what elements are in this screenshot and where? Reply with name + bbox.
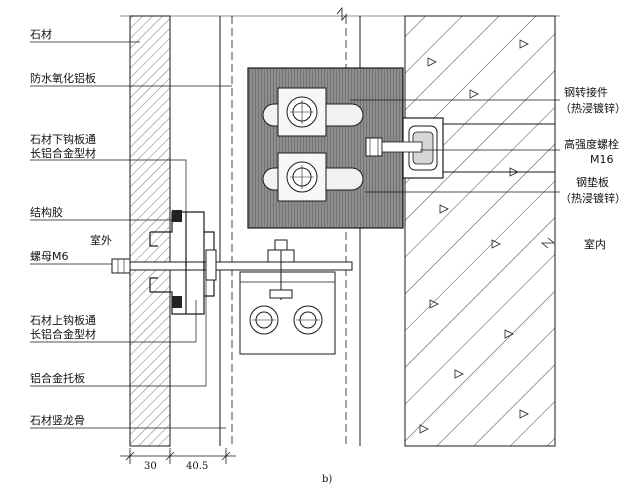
dim-gap-width: 40.5 xyxy=(186,461,208,472)
label-al-support: 铝合金托板 xyxy=(30,371,85,385)
label-waterproof-panel: 防水氧化铝板 xyxy=(30,71,96,85)
lower-bolt-group[interactable] xyxy=(262,152,364,202)
label-upper-hook-1: 石材上钩板通 xyxy=(30,313,96,327)
structural-glue-top xyxy=(172,210,182,222)
hook-profiles[interactable] xyxy=(149,211,215,315)
leader-lines xyxy=(30,41,560,429)
aluminum-support-plate[interactable] xyxy=(129,239,353,355)
aggregate-marks xyxy=(419,39,529,434)
label-lower-hook-2: 长铝合金型材 xyxy=(30,146,96,160)
label-outdoor: 室外 xyxy=(90,233,112,247)
stone-panel xyxy=(129,15,171,447)
concrete-wall xyxy=(404,15,556,447)
m16-bolt[interactable] xyxy=(365,137,423,157)
upper-bolt-group[interactable] xyxy=(262,87,364,137)
label-steel-adapter-1: 钢转接件 xyxy=(564,85,608,99)
dim-stone-thickness: 30 xyxy=(144,461,157,472)
label-vertical-keel: 石材竖龙骨 xyxy=(30,413,85,427)
label-structural-glue: 结构胶 xyxy=(30,205,63,219)
label-upper-hook-2: 长铝合金型材 xyxy=(30,327,96,341)
break-mark-right xyxy=(540,237,556,249)
structural-glue-bottom xyxy=(172,296,182,308)
label-steel-shim-2: （热浸镀锌） xyxy=(560,191,626,205)
figure-caption: b) xyxy=(322,474,332,485)
label-indoor: 室内 xyxy=(584,237,606,251)
label-bolt-2: M16 xyxy=(590,153,614,166)
m6-nut[interactable] xyxy=(111,249,217,281)
label-nut: 螺母M6 xyxy=(30,250,69,263)
label-bolt-1: 高强度螺栓 xyxy=(564,137,619,151)
label-lower-hook-1: 石材下钩板通 xyxy=(30,132,96,146)
label-steel-shim-1: 钢垫板 xyxy=(576,175,609,189)
label-steel-adapter-2: （热浸镀锌） xyxy=(560,101,626,115)
break-mark-top xyxy=(336,6,348,22)
label-stone: 石材 xyxy=(30,27,52,41)
dimension-line xyxy=(120,448,236,464)
